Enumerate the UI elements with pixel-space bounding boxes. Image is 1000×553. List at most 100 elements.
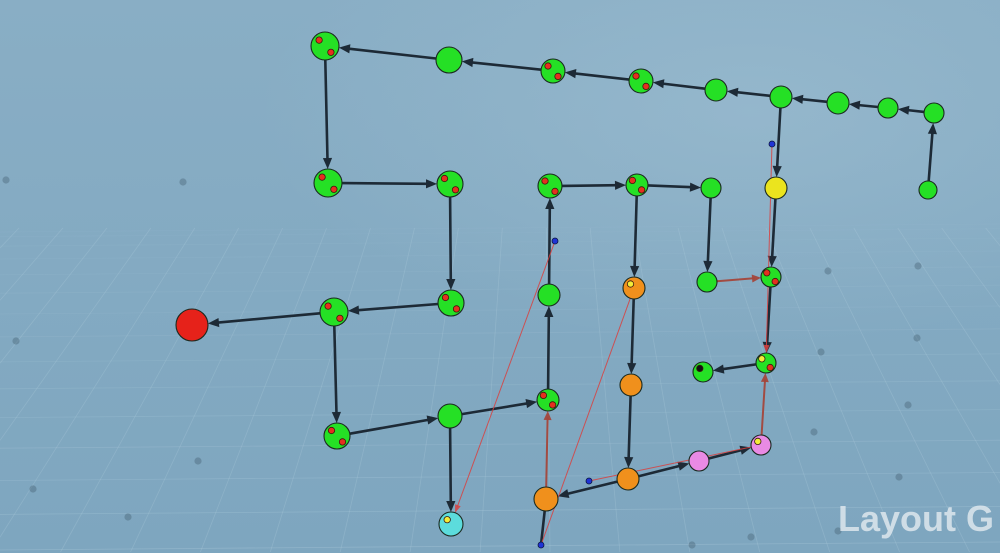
graph-node[interactable] bbox=[760, 266, 782, 288]
graph-node[interactable] bbox=[619, 373, 643, 397]
floor-grid-line bbox=[0, 305, 1000, 315]
background-dot bbox=[194, 457, 202, 465]
graph-edge bbox=[905, 108, 926, 114]
floor-grid-line bbox=[677, 227, 761, 553]
graph-node[interactable] bbox=[533, 486, 559, 512]
graph-node[interactable] bbox=[536, 388, 560, 412]
background-dot bbox=[688, 541, 696, 549]
edge-arrowhead bbox=[455, 504, 461, 513]
graph-node[interactable] bbox=[769, 85, 793, 109]
edge-arrowhead bbox=[322, 157, 333, 169]
node-circle bbox=[435, 46, 463, 74]
graph-node[interactable] bbox=[755, 352, 777, 374]
graph-edge bbox=[332, 324, 338, 416]
graph-node[interactable] bbox=[750, 434, 772, 456]
node-circle bbox=[688, 450, 710, 472]
node-circle bbox=[768, 140, 776, 148]
graph-node[interactable] bbox=[323, 422, 351, 450]
floor-grid-line bbox=[941, 227, 1000, 308]
graph-nodes bbox=[175, 31, 945, 549]
graph-node[interactable] bbox=[319, 297, 349, 327]
edge-arrowhead bbox=[848, 100, 861, 110]
graph-node[interactable] bbox=[877, 97, 899, 119]
node-circle bbox=[437, 289, 465, 317]
graph-edge bbox=[760, 379, 766, 436]
graph-node[interactable] bbox=[688, 450, 710, 472]
floor-grid-line bbox=[897, 227, 1000, 385]
graph-edge bbox=[340, 181, 430, 186]
node-circle bbox=[760, 266, 782, 288]
node-circle bbox=[533, 486, 559, 512]
graph-edge bbox=[456, 243, 555, 508]
graph-node[interactable] bbox=[700, 177, 722, 199]
graph-node[interactable] bbox=[696, 271, 718, 293]
graph-edge bbox=[765, 285, 772, 346]
graph-node[interactable] bbox=[540, 58, 566, 84]
graph-edge bbox=[856, 103, 880, 109]
floor-grid-line bbox=[0, 472, 1000, 481]
floor-grid-line bbox=[765, 227, 900, 553]
waypoint-dot[interactable] bbox=[768, 140, 776, 148]
graph-edge bbox=[469, 60, 543, 71]
edge-arrowhead bbox=[461, 57, 474, 68]
graph-edge bbox=[637, 464, 683, 478]
graph-node[interactable] bbox=[622, 276, 646, 300]
waypoint-dot[interactable] bbox=[585, 477, 593, 485]
edge-arrowhead bbox=[331, 411, 341, 423]
waypoint-dot[interactable] bbox=[537, 541, 545, 549]
graph-node[interactable] bbox=[437, 289, 465, 317]
background-dot bbox=[2, 176, 10, 184]
edge-arrowhead bbox=[525, 399, 538, 409]
node-circle bbox=[692, 361, 714, 383]
node-circle bbox=[923, 102, 945, 124]
graph-edge bbox=[660, 82, 707, 90]
graph-node[interactable] bbox=[435, 46, 463, 74]
floor-grid-line bbox=[0, 328, 1000, 338]
node-circle bbox=[175, 308, 209, 342]
edge-arrowhead bbox=[624, 456, 634, 468]
floor-grid-line bbox=[0, 380, 1000, 390]
waypoint-dot[interactable] bbox=[551, 237, 559, 245]
graph-node[interactable] bbox=[692, 361, 714, 383]
floor-grid-line bbox=[200, 227, 327, 553]
floor-grid-line bbox=[0, 541, 1000, 551]
graph-node[interactable] bbox=[826, 91, 850, 115]
node-marker bbox=[758, 355, 766, 363]
floor-grid-line bbox=[809, 227, 970, 553]
graph-node[interactable] bbox=[436, 170, 464, 198]
graph-node[interactable] bbox=[437, 403, 463, 429]
node-circle bbox=[537, 283, 561, 307]
graph-node[interactable] bbox=[704, 78, 728, 102]
floor-grid-line bbox=[985, 227, 1000, 246]
graph-node[interactable] bbox=[918, 180, 938, 200]
node-marker bbox=[766, 363, 774, 372]
graph-edge bbox=[734, 90, 772, 98]
node-marker bbox=[443, 516, 451, 524]
graph-node[interactable] bbox=[923, 102, 945, 124]
graph-edge bbox=[716, 277, 755, 283]
edge-arrowhead bbox=[614, 180, 626, 190]
graph-edge bbox=[215, 311, 322, 325]
graph-node[interactable] bbox=[625, 173, 649, 197]
graph-node[interactable] bbox=[764, 176, 788, 200]
node-circle bbox=[616, 467, 640, 491]
graph-node[interactable] bbox=[628, 68, 654, 94]
node-circle bbox=[585, 477, 593, 485]
graph-node[interactable] bbox=[175, 308, 209, 342]
graph-edge bbox=[348, 418, 431, 436]
graph-node[interactable] bbox=[313, 168, 343, 198]
graph-node[interactable] bbox=[438, 511, 464, 537]
floor-grid-line bbox=[269, 227, 371, 553]
graph-edge bbox=[630, 297, 636, 367]
node-circle bbox=[750, 434, 772, 456]
graph-edge bbox=[545, 417, 549, 488]
graph-node[interactable] bbox=[310, 31, 340, 61]
floor-grid-line bbox=[0, 237, 1000, 247]
graph-node[interactable] bbox=[616, 467, 640, 491]
node-circle bbox=[619, 373, 643, 397]
graph-edge bbox=[775, 106, 782, 170]
graph-node[interactable] bbox=[537, 173, 563, 199]
edge-arrowhead bbox=[426, 179, 437, 189]
graph-node[interactable] bbox=[537, 283, 561, 307]
